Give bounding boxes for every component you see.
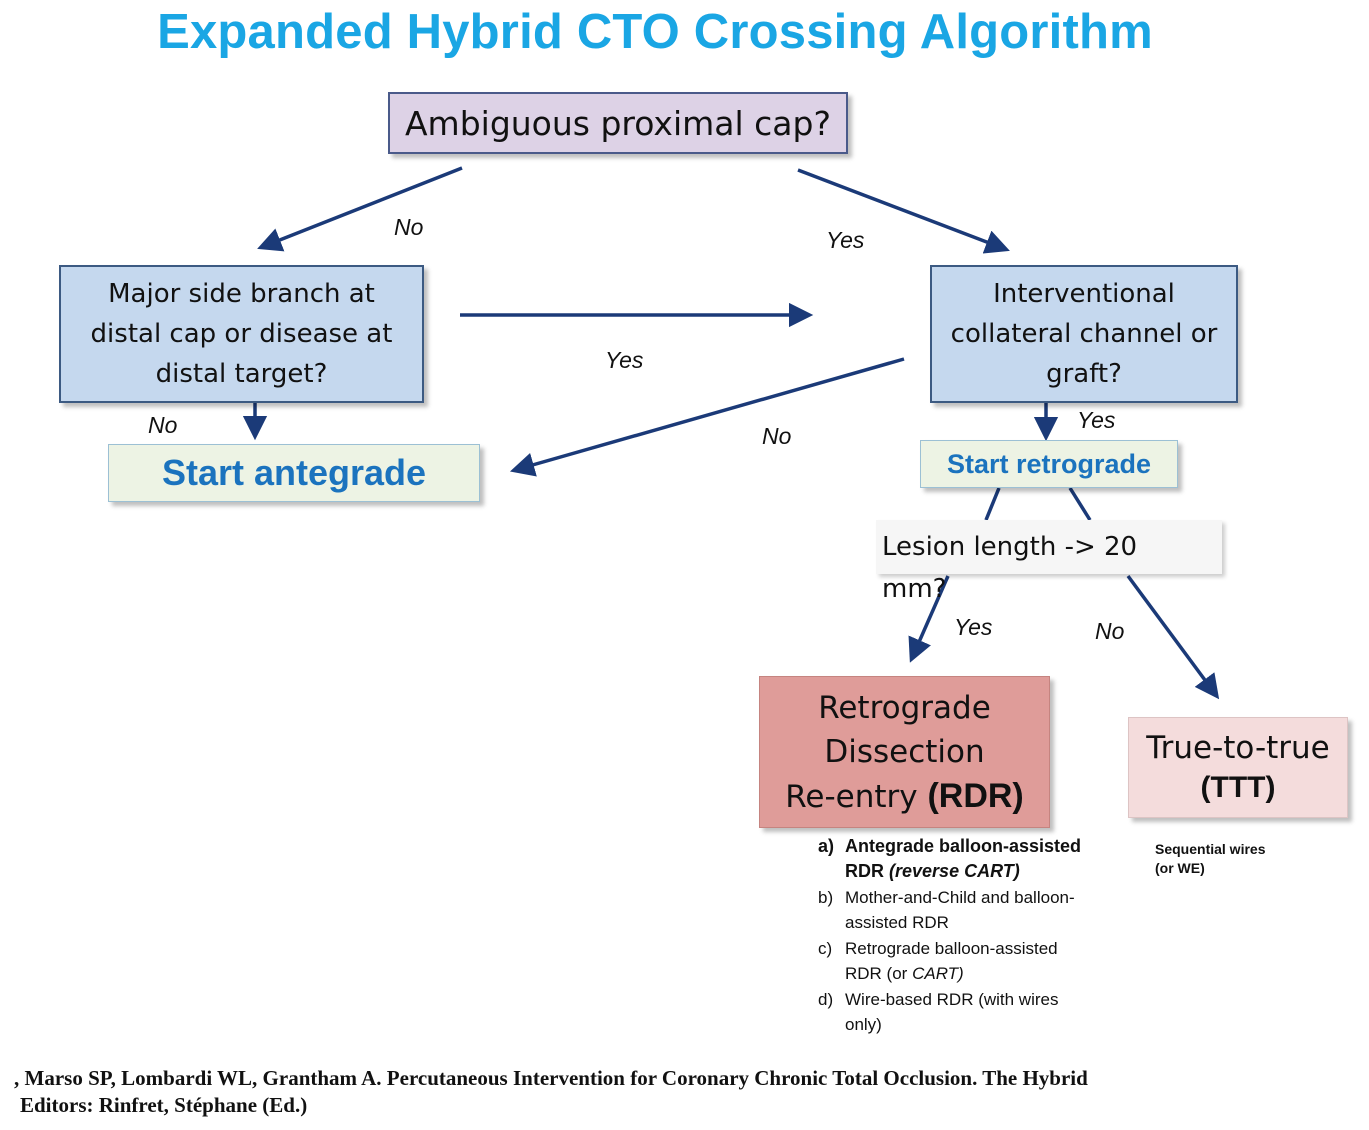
label-q3-no: No <box>762 423 792 449</box>
label-q1-no: No <box>394 214 424 240</box>
decision-lesion-length: Lesion length -> 20 <box>876 520 1222 574</box>
decision-collateral-channel-text: Interventional collateral channel or gra… <box>950 279 1218 389</box>
start-antegrade-box: Start antegrade <box>108 444 480 502</box>
decision-lesion-length-unit: mm? <box>882 574 947 604</box>
reference-line-2: Editors: Rinfret, Stéphane (Ed.) <box>20 1093 308 1117</box>
outcome-rdr-line2: Dissection <box>824 733 985 770</box>
rdr-option: d) Wire-based RDR (with wires only) <box>818 987 1088 1037</box>
rdr-option-italic: (reverse CART) <box>889 861 1020 881</box>
decision-ambiguous-proximal-cap-text: Ambiguous proximal cap? <box>404 103 831 143</box>
label-lesion-no: No <box>1095 618 1125 644</box>
outcome-rdr-box: Retrograde Dissection Re-entry (RDR) <box>759 676 1050 828</box>
label-q1-yes: Yes <box>826 227 865 253</box>
rdr-option-text: Mother-and-Child and balloon-assisted RD… <box>845 888 1075 932</box>
outcome-ttt-line1: True-to-true <box>1146 729 1330 766</box>
rdr-option: c) Retrograde balloon-assisted RDR (or C… <box>818 936 1088 986</box>
rdr-option-marker: c) <box>818 939 833 958</box>
rdr-option-text: Antegrade balloon-assisted RDR <box>845 836 1082 881</box>
decision-side-branch-distal-cap: Major side branch at distal cap or disea… <box>59 265 424 403</box>
ttt-note: Sequential wires (or WE) <box>1155 841 1266 876</box>
diagram-title: Expanded Hybrid CTO Crossing Algorithm <box>157 5 1153 59</box>
rdr-option-marker: a) <box>818 836 835 856</box>
rdr-option: a) Antegrade balloon-assisted RDR (rever… <box>818 834 1088 884</box>
start-retrograde-box: Start retrograde <box>920 440 1178 488</box>
outcome-ttt-box: True-to-true (TTT) <box>1128 717 1348 818</box>
decision-collateral-channel: Interventional collateral channel or gra… <box>930 265 1238 403</box>
rdr-option-marker: d) <box>818 990 834 1009</box>
decision-side-branch-distal-cap-text: Major side branch at distal cap or disea… <box>90 279 393 389</box>
outcome-rdr-abbr: (RDR) <box>927 776 1024 815</box>
outcome-rdr-line1: Retrograde <box>818 689 991 726</box>
outcome-rdr-line3-text: Re-entry <box>785 778 918 815</box>
start-retrograde-text: Start retrograde <box>946 448 1152 479</box>
label-q2-yes: Yes <box>605 347 644 373</box>
reference-line-1: , Marso SP, Lombardi WL, Grantham A. Per… <box>14 1066 1088 1090</box>
rdr-option-marker: b) <box>818 888 834 907</box>
arrow-q1-yes <box>797 168 1010 254</box>
label-q3-yes: Yes <box>1077 407 1116 433</box>
rdr-option-italic: CART) <box>912 964 964 983</box>
arrow-q1-no <box>257 166 463 252</box>
decision-lesion-length-text: Lesion length -> 20 <box>882 532 1138 562</box>
rdr-option: b) Mother-and-Child and balloon-assisted… <box>818 885 1088 935</box>
arrow-lesion-no <box>1126 574 1220 700</box>
arrow-retro-to-lesion-left <box>984 487 1001 521</box>
rdr-option-text: Retrograde balloon-assisted RDR (or <box>845 939 1058 983</box>
outcome-rdr-line3: Re-entry (RDR) <box>785 774 1024 819</box>
label-lesion-yes: Yes <box>954 614 993 640</box>
start-antegrade-text: Start antegrade <box>161 452 427 493</box>
outcome-ttt-abbr: (TTT) <box>1200 770 1276 804</box>
arrow-q3-no <box>509 357 905 477</box>
decision-ambiguous-proximal-cap: Ambiguous proximal cap? <box>388 92 848 154</box>
arrow-lesion-yes <box>908 575 950 663</box>
label-q2-no: No <box>148 412 178 438</box>
rdr-option-text: Wire-based RDR (with wires only) <box>845 990 1059 1034</box>
arrow-retro-to-lesion-right <box>1068 487 1092 521</box>
rdr-options-list: a) Antegrade balloon-assisted RDR (rever… <box>818 834 1088 1038</box>
